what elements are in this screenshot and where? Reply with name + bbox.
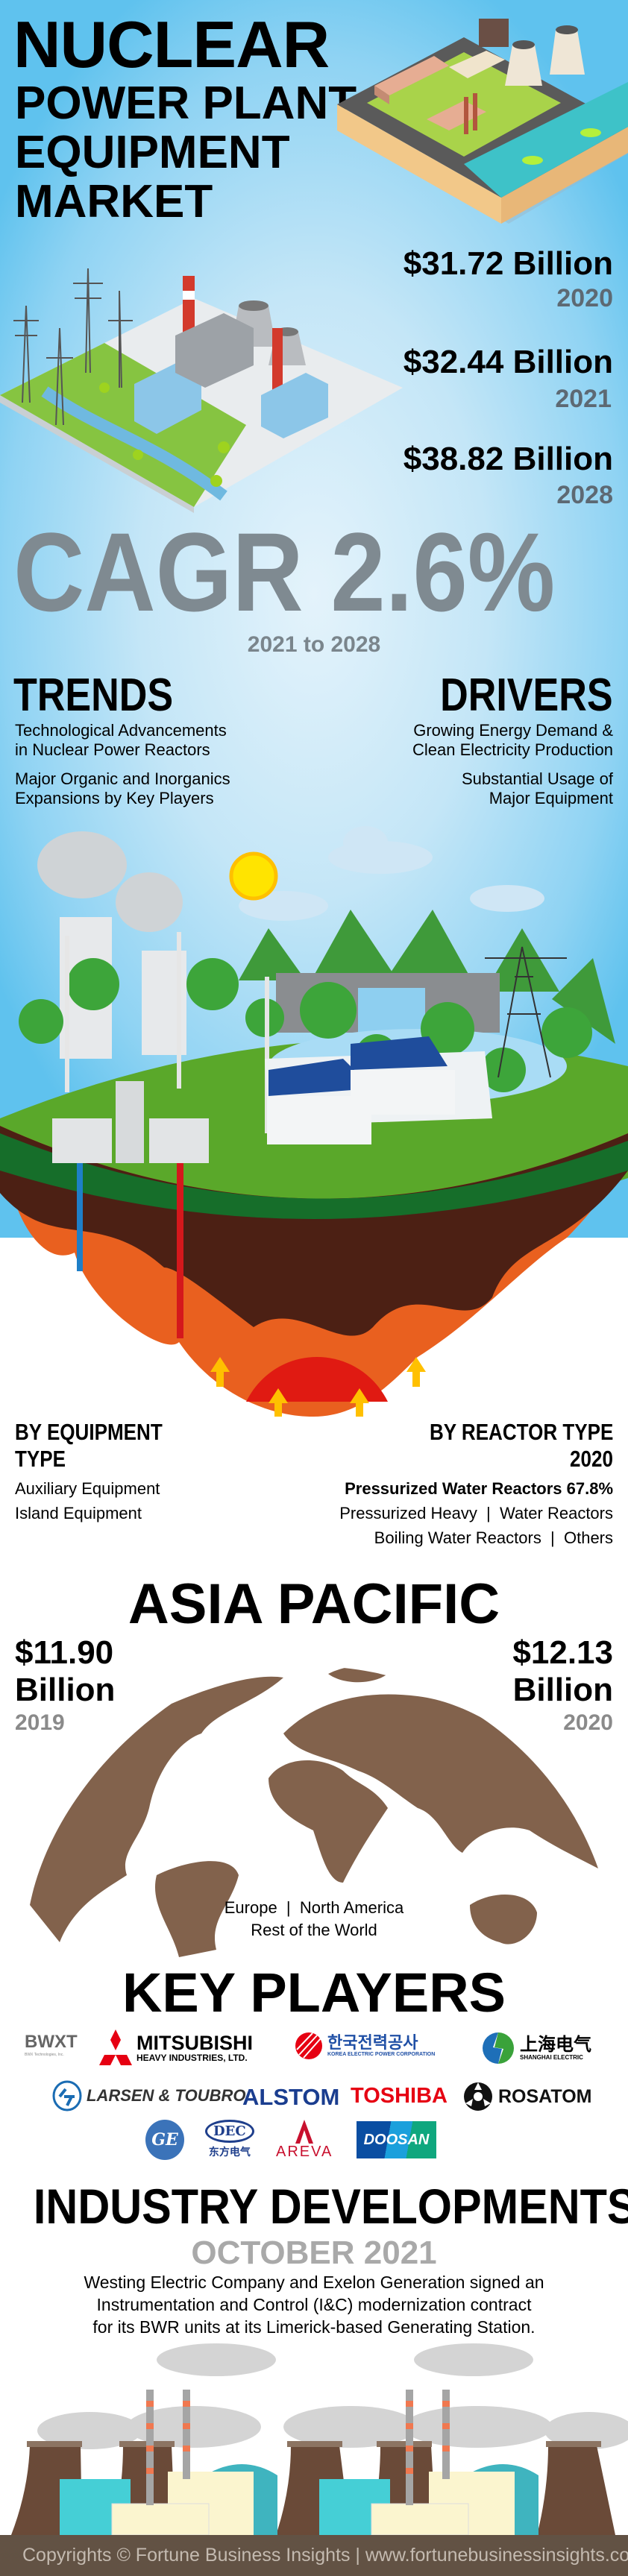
by-equipment-title-line2: TYPE [15,1446,66,1472]
logo-mitsubishi: MITSUBISHI HEAVY INDUSTRIES, LTD. [99,2029,253,2065]
logo-toshiba-text: TOSHIBA [351,2084,448,2108]
trend-item-2-line2: Expansions by Key Players [15,789,214,807]
trend-item-1-line1: Technological Advancements [15,721,227,740]
logo-bwxt: BWXT BWX Technologies, Inc. [25,2032,78,2057]
logo-shanghai-text: 上海电气 [520,2034,591,2056]
renewable-landscape-illustration [0,826,628,1417]
logo-kepco-text: 한국전력공사 [327,2033,418,2053]
logo-areva-text: AREVA [276,2144,333,2160]
developments-description: Westing Electric Company and Exelon Gene… [0,2271,628,2338]
region-title: ASIA PACIFIC [128,1572,500,1636]
market-year-2020: 2020 [556,284,613,312]
equipment-item: Auxiliary Equipment [15,1479,160,1498]
by-reactor-title-line2: 2020 [570,1446,613,1472]
nuclear-plant-illustration [337,19,628,224]
factory-illustration [11,2343,628,2536]
logo-toshiba: TOSHIBA [351,2084,448,2109]
sun-icon [229,851,278,901]
region-left-year: 2019 [15,1710,65,1735]
logo-alstom: ALSTOM [242,2084,339,2111]
logo-dec-text: DEC [205,2120,254,2143]
trend-item-2-line1: Major Organic and Inorganics [15,769,230,788]
driver-item-1: Growing Energy Demand & Clean Electricit… [412,721,613,760]
reactor-line-2: Pressurized Heavy | Water Reactors [339,1504,613,1522]
title-line-1: NUCLEAR [13,7,330,81]
market-value-2020: $31.72 Billion [403,245,613,282]
region-right-unit: Billion [512,1672,613,1708]
logo-kepco: 한국전력공사 KOREA ELECTRIC POWER CORPORATION [295,2031,435,2061]
logo-mitsubishi-sub: HEAVY INDUSTRIES, LTD. [136,2052,248,2063]
by-reactor-title-line1: BY REACTOR TYPE [429,1419,613,1445]
region-left-unit: Billion [15,1672,116,1708]
logo-ge-text: GE [145,2120,184,2160]
mitsubishi-diamonds-icon [99,2029,132,2065]
market-value-2028: $38.82 Billion [403,441,613,477]
logo-areva: AREVA [276,2120,333,2161]
trend-item-1: Technological Advancements in Nuclear Po… [15,721,227,760]
logo-ge: GE [145,2120,184,2160]
title-line-2: POWER PLANT [15,78,357,129]
cagr-value: CAGR 2.6% [13,509,556,634]
driver-item-1-line1: Growing Energy Demand & [413,721,613,740]
logo-dec: DEC 东方电气 [205,2120,254,2159]
trend-item-1-line2: in Nuclear Power Reactors [15,740,210,759]
logo-larsen-toubro: LARSEN & TOUBRO [52,2080,246,2111]
footer-copyright: Copyrights © Fortune Business Insights |… [22,2545,628,2566]
rosatom-emblem-icon [464,2082,492,2111]
logo-doosan: DOOSAN [357,2121,436,2158]
region-left-value: $11.90 [15,1634,114,1671]
footer: Copyrights © Fortune Business Insights |… [0,2535,628,2576]
logo-shanghai-sub: SHANGHAI ELECTRIC [520,2053,583,2061]
equipment-item: Island Equipment [15,1504,142,1522]
kepco-emblem-icon [295,2032,322,2059]
logo-dec-sub: 东方电气 [208,2147,251,2158]
logo-rosatom: ROSATOM [462,2079,591,2114]
market-year-2021: 2021 [555,385,612,413]
driver-item-2-line2: Major Equipment [489,789,613,807]
logo-rosatom-text: ROSATOM [498,2085,592,2107]
logo-kepco-sub: KOREA ELECTRIC POWER CORPORATION [327,2052,436,2058]
world-globe-illustration [30,1666,612,1957]
key-players-title: KEY PLAYERS [122,1962,506,2024]
logo-shanghai-electric: 上海电气 SHANGHAI ELECTRIC [481,2031,591,2065]
driver-item-2: Substantial Usage of Major Equipment [462,769,613,808]
other-regions-line2: Rest of the World [251,1921,377,1939]
other-regions-line1: Europe | North America [224,1898,404,1917]
trends-title: TRENDS [13,670,174,721]
region-right-value: $12.13 [512,1634,613,1671]
lt-emblem-icon [52,2080,82,2111]
trend-item-2: Major Organic and Inorganics Expansions … [15,769,230,808]
developments-title: INDUSTRY DEVELOPMENTS [33,2179,628,2234]
logo-bwxt-text: BWXT [25,2032,78,2052]
logo-mitsubishi-text: MITSUBISHI [136,2031,254,2054]
cloud-icon [239,826,544,921]
cagr-period: 2021 to 2028 [247,632,381,657]
areva-a-icon [295,2120,314,2144]
market-value-2021: $32.44 Billion [403,344,613,380]
developments-date: OCTOBER 2021 [191,2235,437,2271]
title-line-3: EQUIPMENT [15,127,290,178]
reactor-highlight: Pressurized Water Reactors 67.8% [345,1479,613,1498]
by-equipment-title-line1: BY EQUIPMENT [15,1419,163,1445]
equipment-list: Auxiliary Equipment Island Equipment [15,1476,160,1525]
reactor-list: Pressurized Water Reactors 67.8% Pressur… [339,1476,613,1550]
logo-lt-text: LARSEN & TOUBRO [87,2086,246,2105]
developments-line-1: Westing Electric Company and Exelon Gene… [84,2273,544,2292]
shanghai-electric-emblem-icon [483,2032,514,2064]
reactor-line-3: Boiling Water Reactors | Others [374,1528,613,1547]
logo-alstom-text: ALSTOM [242,2084,340,2110]
driver-item-2-line1: Substantial Usage of [461,769,613,788]
region-right-year: 2020 [563,1710,613,1735]
developments-line-2: Instrumentation and Control (I&C) modern… [96,2295,532,2314]
drivers-title: DRIVERS [440,670,613,721]
developments-line-3: for its BWR units at its Limerick-based … [92,2317,536,2337]
driver-item-1-line2: Clean Electricity Production [412,740,613,759]
power-plant-illustration [0,268,403,513]
logo-bwxt-sub: BWX Technologies, Inc. [25,2053,64,2057]
logo-doosan-text: DOOSAN [363,2131,430,2148]
market-year-2028: 2028 [556,481,613,509]
title-line-4: MARKET [15,176,213,227]
